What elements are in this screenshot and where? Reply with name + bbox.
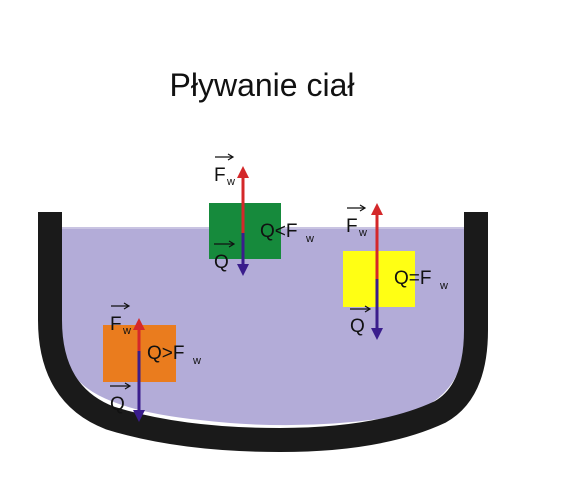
suspended-block-group: F w Q Q=F w — [343, 203, 448, 340]
buoyancy-vector-tip-suspended — [359, 204, 367, 212]
suspended-block — [343, 251, 415, 307]
suspended-condition: Q=F — [394, 268, 431, 289]
buoyancy-vector-tip-sinking — [123, 302, 131, 310]
buoyancy-symbol-suspended: F — [346, 216, 358, 237]
weight-vector-tip-suspended — [364, 305, 372, 313]
floating-condition-subscript: w — [305, 233, 314, 245]
vessel — [38, 212, 488, 452]
weight-vector-tip-floating — [228, 240, 236, 248]
suspended-condition-subscript: w — [439, 280, 448, 292]
sinking-block-group: F w Q Q>F w — [103, 302, 201, 422]
sinking-condition: Q>F — [147, 343, 184, 364]
floating-condition: Q<F — [260, 221, 297, 242]
buoyancy-subscript-sinking: w — [122, 325, 131, 337]
weight-vector-tip-sinking — [124, 382, 132, 390]
weight-symbol-sinking: Q — [110, 394, 125, 415]
floating-block — [209, 203, 281, 259]
floating-block-group: F w Q Q<F w — [209, 153, 314, 276]
sinking-condition-subscript: w — [192, 355, 201, 367]
buoyancy-subscript-floating: w — [226, 176, 235, 188]
weight-symbol-suspended: Q — [350, 316, 365, 337]
weight-symbol-floating: Q — [214, 252, 229, 273]
buoyancy-subscript-suspended: w — [358, 227, 367, 239]
buoyancy-vector-tip-floating — [227, 153, 235, 161]
diagram-title: Pływanie ciał — [170, 67, 355, 103]
buoyancy-symbol-floating: F — [214, 165, 226, 186]
buoyancy-symbol-sinking: F — [110, 314, 122, 335]
